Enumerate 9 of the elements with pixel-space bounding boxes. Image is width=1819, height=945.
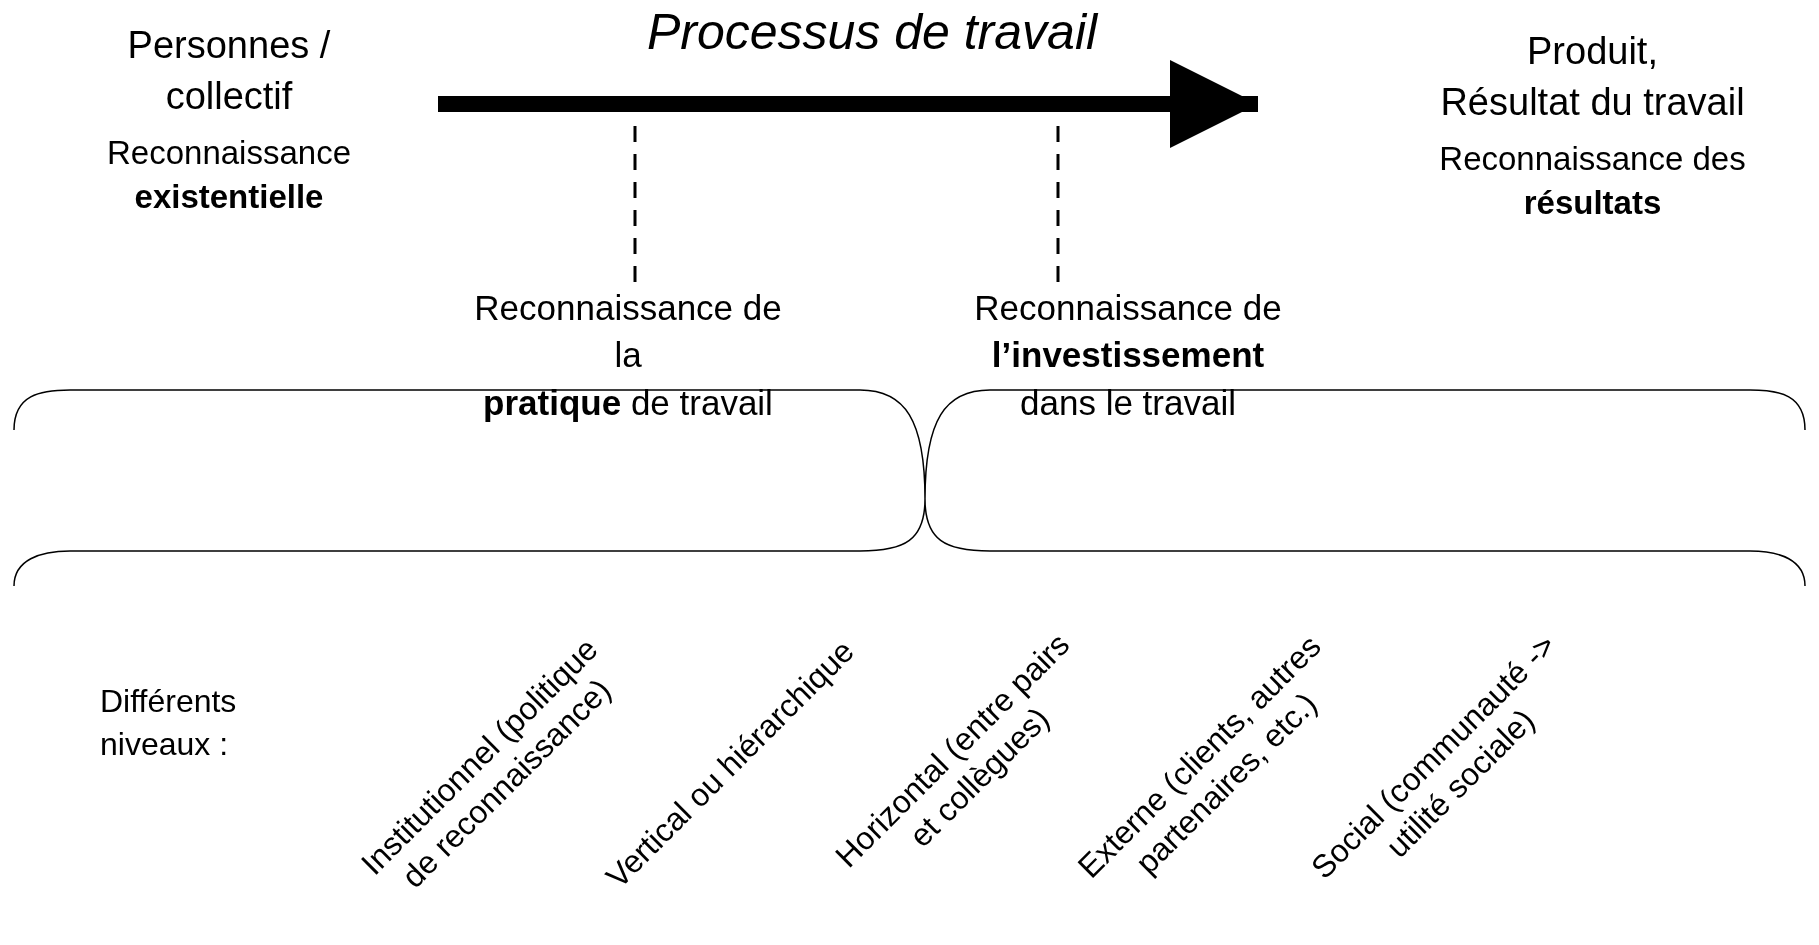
result-label: Produit, Résultat du travail <box>1439 29 1746 126</box>
recognition-label: Reconnaissance de l’investissement dans le travail <box>973 287 1283 424</box>
edge-label: Processus de travail <box>646 3 1098 62</box>
actor-label: Personnes / collectif <box>126 23 332 120</box>
arrow <box>438 60 1258 148</box>
note-label: Différents niveaux : <box>100 682 237 765</box>
recognition-label: Reconnaissance existentielle <box>106 132 352 218</box>
recognition-label: Reconnaissance de la pratique de travail <box>473 287 783 424</box>
recognition-label: Reconnaissance des résultats <box>1438 138 1747 224</box>
